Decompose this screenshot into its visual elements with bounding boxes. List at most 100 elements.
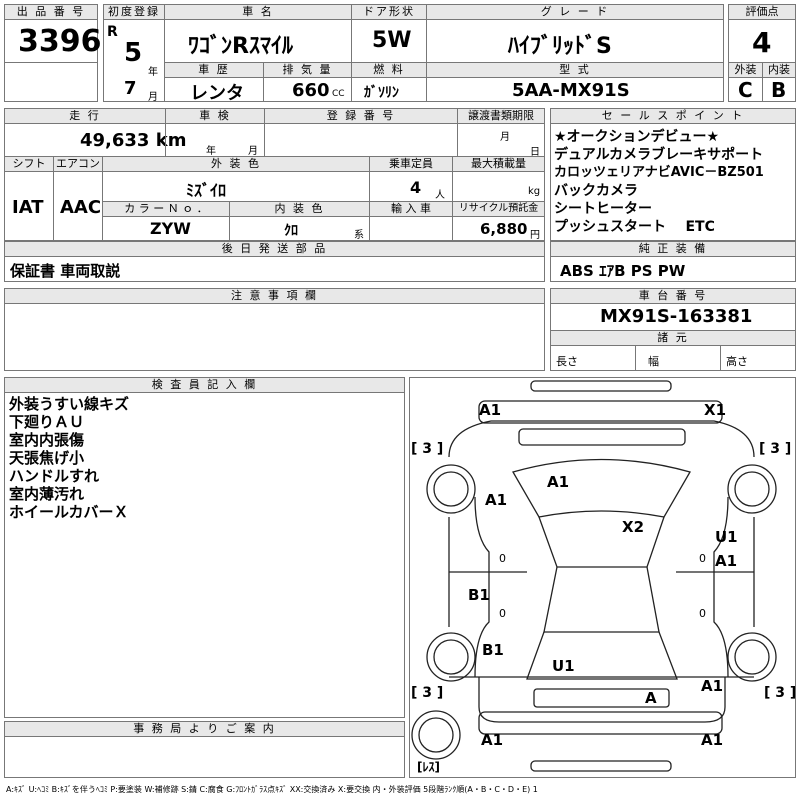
interior-color-cell — [229, 216, 370, 241]
sales-point-line: デュアルカメラブレーキサポート — [554, 147, 764, 163]
recycle-fee: 6,880 — [480, 220, 528, 238]
air-conditioner: AAC — [60, 197, 102, 218]
doors-label: ドア形状 — [351, 4, 427, 20]
inspector-line: ハンドルすれ — [9, 467, 100, 485]
width-label: 幅 — [648, 355, 659, 368]
max-load-label: 最大積載量 — [452, 156, 545, 172]
damage-mark: A1 — [479, 401, 501, 419]
history-label: 車 歴 — [164, 62, 264, 78]
shift-label: シフト — [4, 156, 54, 172]
year-unit: 年 — [148, 67, 158, 78]
car-diagram: A1 X1 A1 A1 X2 U1 A1 B1 B1 U1 A1 A A1 A1… — [411, 380, 796, 774]
later-parts-text: 保証書 車両取説 — [10, 262, 121, 280]
max-load-unit: kg — [528, 186, 541, 197]
registration-number-label: 登 録 番 号 — [264, 108, 458, 124]
damage-mark: X1 — [704, 401, 726, 419]
panel-zero: 0 — [499, 607, 506, 620]
type-label: 型 式 — [426, 62, 724, 78]
tire-depth: [ 3 ] — [411, 441, 443, 457]
office-label: 事 務 局 よ り ご 案 内 — [4, 721, 405, 737]
import-cell — [369, 216, 453, 241]
fuel: ｶﾞｿﾘﾝ — [364, 85, 399, 101]
color-number: ZYW — [150, 219, 191, 238]
exterior-grade-label: 外装 — [728, 62, 763, 78]
height-label: 高さ — [726, 355, 748, 368]
tire-depth: [ 3 ] — [759, 441, 791, 457]
inspector-line: ホイールカバーＸ — [9, 503, 129, 521]
registration-number-cell — [264, 123, 458, 157]
mileage-label: 走 行 — [4, 108, 166, 124]
inspector-line: 室内薄汚れ — [9, 485, 85, 503]
tire-depth: [ 3 ] — [764, 685, 796, 701]
damage-mark: A1 — [701, 677, 723, 695]
exterior-color: ﾐｽﾞｲﾛ — [186, 181, 227, 200]
sales-point-line: ★オークションデビュー★ — [554, 129, 720, 145]
inspector-line: 天張焦げ小 — [9, 449, 85, 467]
damage-mark: A1 — [481, 731, 503, 749]
exterior-color-cell — [102, 171, 370, 202]
inspector-line: 下廻りＡＵ — [9, 413, 85, 431]
panel-zero: 0 — [699, 607, 706, 620]
transfer-day-unit: 日 — [530, 147, 540, 158]
first-registration-label: 初度登録 — [103, 4, 165, 20]
inspection-label: 車 検 — [165, 108, 265, 124]
door-type: 5W — [372, 28, 412, 53]
damage-mark: A1 — [547, 473, 569, 491]
mileage: 49,633 km — [80, 130, 187, 151]
sales-points-list: ★オークションデビュー★ デュアルカメラブレーキサポート カロッツェリアナビAV… — [554, 128, 764, 236]
month-unit: 月 — [148, 92, 158, 103]
sales-points-cell — [550, 123, 796, 241]
notes-label: 注 意 事 項 欄 — [4, 288, 545, 304]
damage-mark: U1 — [715, 528, 738, 546]
transfer-deadline-label: 譲渡書類期限 — [457, 108, 545, 124]
sales-point-line: プッシュスタート ETC — [554, 219, 715, 235]
spare-tire-label: [ﾚｽ] — [417, 760, 440, 774]
length-label: 長さ — [556, 355, 578, 368]
interior-color: ｸﾛ — [284, 223, 298, 239]
height-cell — [720, 345, 796, 371]
lot-number: 3396 — [18, 24, 102, 59]
chassis-label: 車 台 番 号 — [550, 288, 796, 304]
later-parts-cell — [4, 256, 545, 282]
displacement-label: 排 気 量 — [263, 62, 352, 78]
grade-label: グ レ ー ド — [426, 4, 724, 20]
seats-unit: 人 — [435, 190, 445, 201]
ac-label: エアコン — [53, 156, 103, 172]
type-cell — [426, 77, 724, 102]
legend: A:ｷｽﾞ U:ﾍｺﾐ B:ｷｽﾞを伴うﾍｺﾐ P:要塗装 W:補修跡 S:錆 … — [6, 785, 538, 794]
lot-blank-cell — [4, 62, 98, 102]
type-code: 5AA-MX91S — [512, 80, 630, 101]
dimensions-label: 諸 元 — [550, 330, 796, 346]
inspector-line: 室内内張傷 — [9, 431, 85, 449]
car-diagram-frame — [409, 377, 796, 778]
registration-year: 5 — [124, 38, 143, 68]
exterior-grade: C — [738, 78, 753, 102]
inspection-month-unit: 月 — [248, 146, 258, 157]
inspector-line: 外装うすい線キズ — [9, 395, 130, 413]
fuel-label: 燃 料 — [351, 62, 427, 78]
notes-cell — [4, 303, 545, 371]
shift: IAT — [12, 197, 44, 218]
damage-mark: U1 — [552, 657, 575, 675]
tire-depth: [ 3 ] — [411, 685, 443, 701]
damage-mark: X2 — [622, 518, 644, 536]
seats-label: 乗車定員 — [369, 156, 453, 172]
score-label: 評価点 — [728, 4, 796, 20]
displacement-unit: CC — [332, 89, 345, 99]
recycle-fee-label: リサイクル預託金 — [452, 201, 545, 217]
displacement: 660 — [292, 80, 330, 101]
import-label: 輸 入 車 — [369, 201, 453, 217]
registration-month: 7 — [124, 78, 137, 99]
damage-mark: B1 — [482, 641, 504, 659]
sales-points-label: セ ー ル ス ポ イ ン ト — [550, 108, 796, 124]
equipment-label: 純 正 装 備 — [550, 241, 796, 257]
office-cell — [4, 736, 405, 778]
interior-color-suffix: 系 — [354, 230, 364, 241]
damage-mark: A1 — [485, 491, 507, 509]
damage-mark: A1 — [715, 552, 737, 570]
interior-grade-label: 内装 — [762, 62, 796, 78]
model-name: ﾜｺﾞﾝRｽﾏｲﾙ — [188, 34, 293, 59]
recycle-fee-cell — [452, 216, 545, 241]
sales-point-line: シートヒーター — [554, 201, 652, 217]
inspector-cell — [4, 392, 405, 718]
